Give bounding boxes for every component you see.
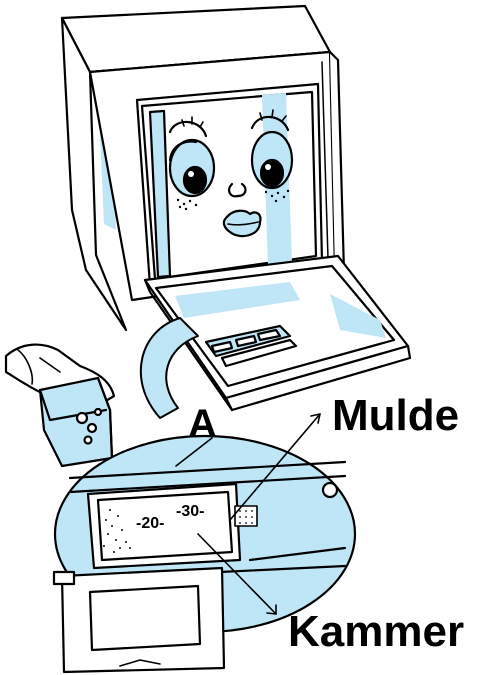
dishwasher-door — [143, 254, 412, 412]
fill-mark-30: -30- — [176, 503, 204, 520]
smiling-face-icon — [168, 109, 294, 238]
label-a: A — [188, 402, 217, 446]
magnified-view — [52, 434, 357, 674]
label-mulde: Mulde — [332, 391, 459, 440]
detergent-box-icon — [4, 343, 133, 541]
label-kammer: Kammer — [288, 607, 464, 656]
callout-lines — [175, 413, 321, 615]
motion-swoosh — [139, 317, 199, 419]
fill-mark-20: -20- — [136, 515, 164, 532]
